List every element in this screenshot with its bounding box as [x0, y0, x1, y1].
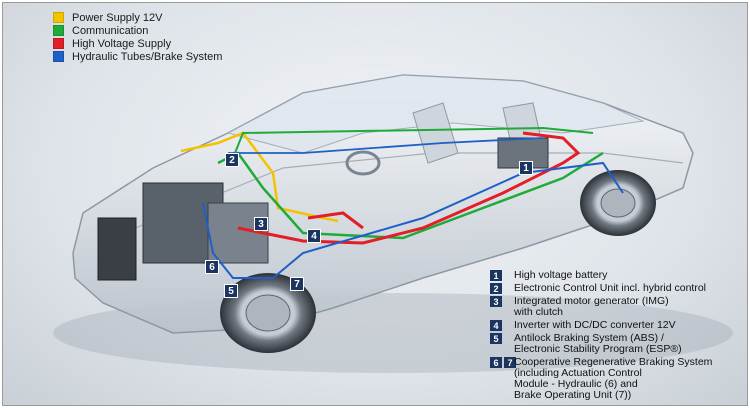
legend-swatch [53, 51, 64, 62]
key-item: 3 Integrated motor generator (IMG) with … [490, 296, 712, 318]
car-illustration [53, 74, 733, 373]
callout-4: 4 [307, 229, 321, 243]
component-key: 1 High voltage battery 2 Electronic Cont… [490, 270, 712, 403]
key-text: High voltage battery [514, 269, 608, 281]
key-number: 4 [490, 320, 502, 331]
callout-6: 6 [205, 260, 219, 274]
key-item: 6 7 Cooperative Regenerative Braking Sys… [490, 357, 712, 401]
callout-5: 5 [224, 284, 238, 298]
callout-2: 2 [225, 153, 239, 167]
key-number: 2 [490, 283, 502, 294]
legend-item: Communication [53, 24, 222, 37]
callout-3: 3 [254, 217, 268, 231]
legend-label: Power Supply 12V [72, 11, 163, 24]
key-item: 4 Inverter with DC/DC converter 12V [490, 320, 712, 331]
legend-swatch [53, 38, 64, 49]
key-number: 1 [490, 270, 502, 281]
line-communication [217, 151, 604, 240]
steering-wheel [345, 150, 381, 176]
legend-item: Power Supply 12V [53, 11, 222, 24]
key-text: Cooperative Regenerative Braking System … [514, 356, 713, 401]
line-communication-2 [232, 126, 594, 159]
key-item: 1 High voltage battery [490, 270, 712, 281]
line-hydraulic [202, 161, 624, 279]
key-number: 3 [490, 296, 502, 307]
legend-label: Communication [72, 24, 149, 37]
key-number: 5 [490, 333, 502, 344]
line-high-voltage [237, 131, 581, 245]
key-text: Inverter with DC/DC converter 12V [514, 319, 676, 331]
front-grille [97, 217, 137, 281]
seat-front [412, 102, 459, 164]
line-hydraulic-2 [228, 137, 544, 154]
key-text: Electronic Control Unit incl. hybrid con… [514, 282, 706, 294]
front-rim [245, 294, 291, 332]
callout-1: 1 [519, 161, 533, 175]
legend-swatch [53, 25, 64, 36]
key-number: 6 [490, 357, 502, 368]
key-item: 2 Electronic Control Unit incl. hybrid c… [490, 283, 712, 294]
key-item: 5 Antilock Braking System (ABS) / Electr… [490, 333, 712, 355]
legend: Power Supply 12V Communication High Volt… [53, 11, 222, 63]
legend-swatch [53, 12, 64, 23]
legend-item: Hydraulic Tubes/Brake System [53, 50, 222, 63]
legend-label: Hydraulic Tubes/Brake System [72, 50, 223, 63]
legend-item: High Voltage Supply [53, 37, 222, 50]
rear-rim [600, 188, 636, 218]
key-number: 7 [504, 357, 516, 368]
key-text: Integrated motor generator (IMG) with cl… [514, 295, 669, 318]
line-high-voltage-2 [307, 211, 364, 230]
key-text: Antilock Braking System (ABS) / Electron… [514, 332, 682, 355]
legend-label: High Voltage Supply [72, 37, 172, 50]
callout-7: 7 [290, 277, 304, 291]
